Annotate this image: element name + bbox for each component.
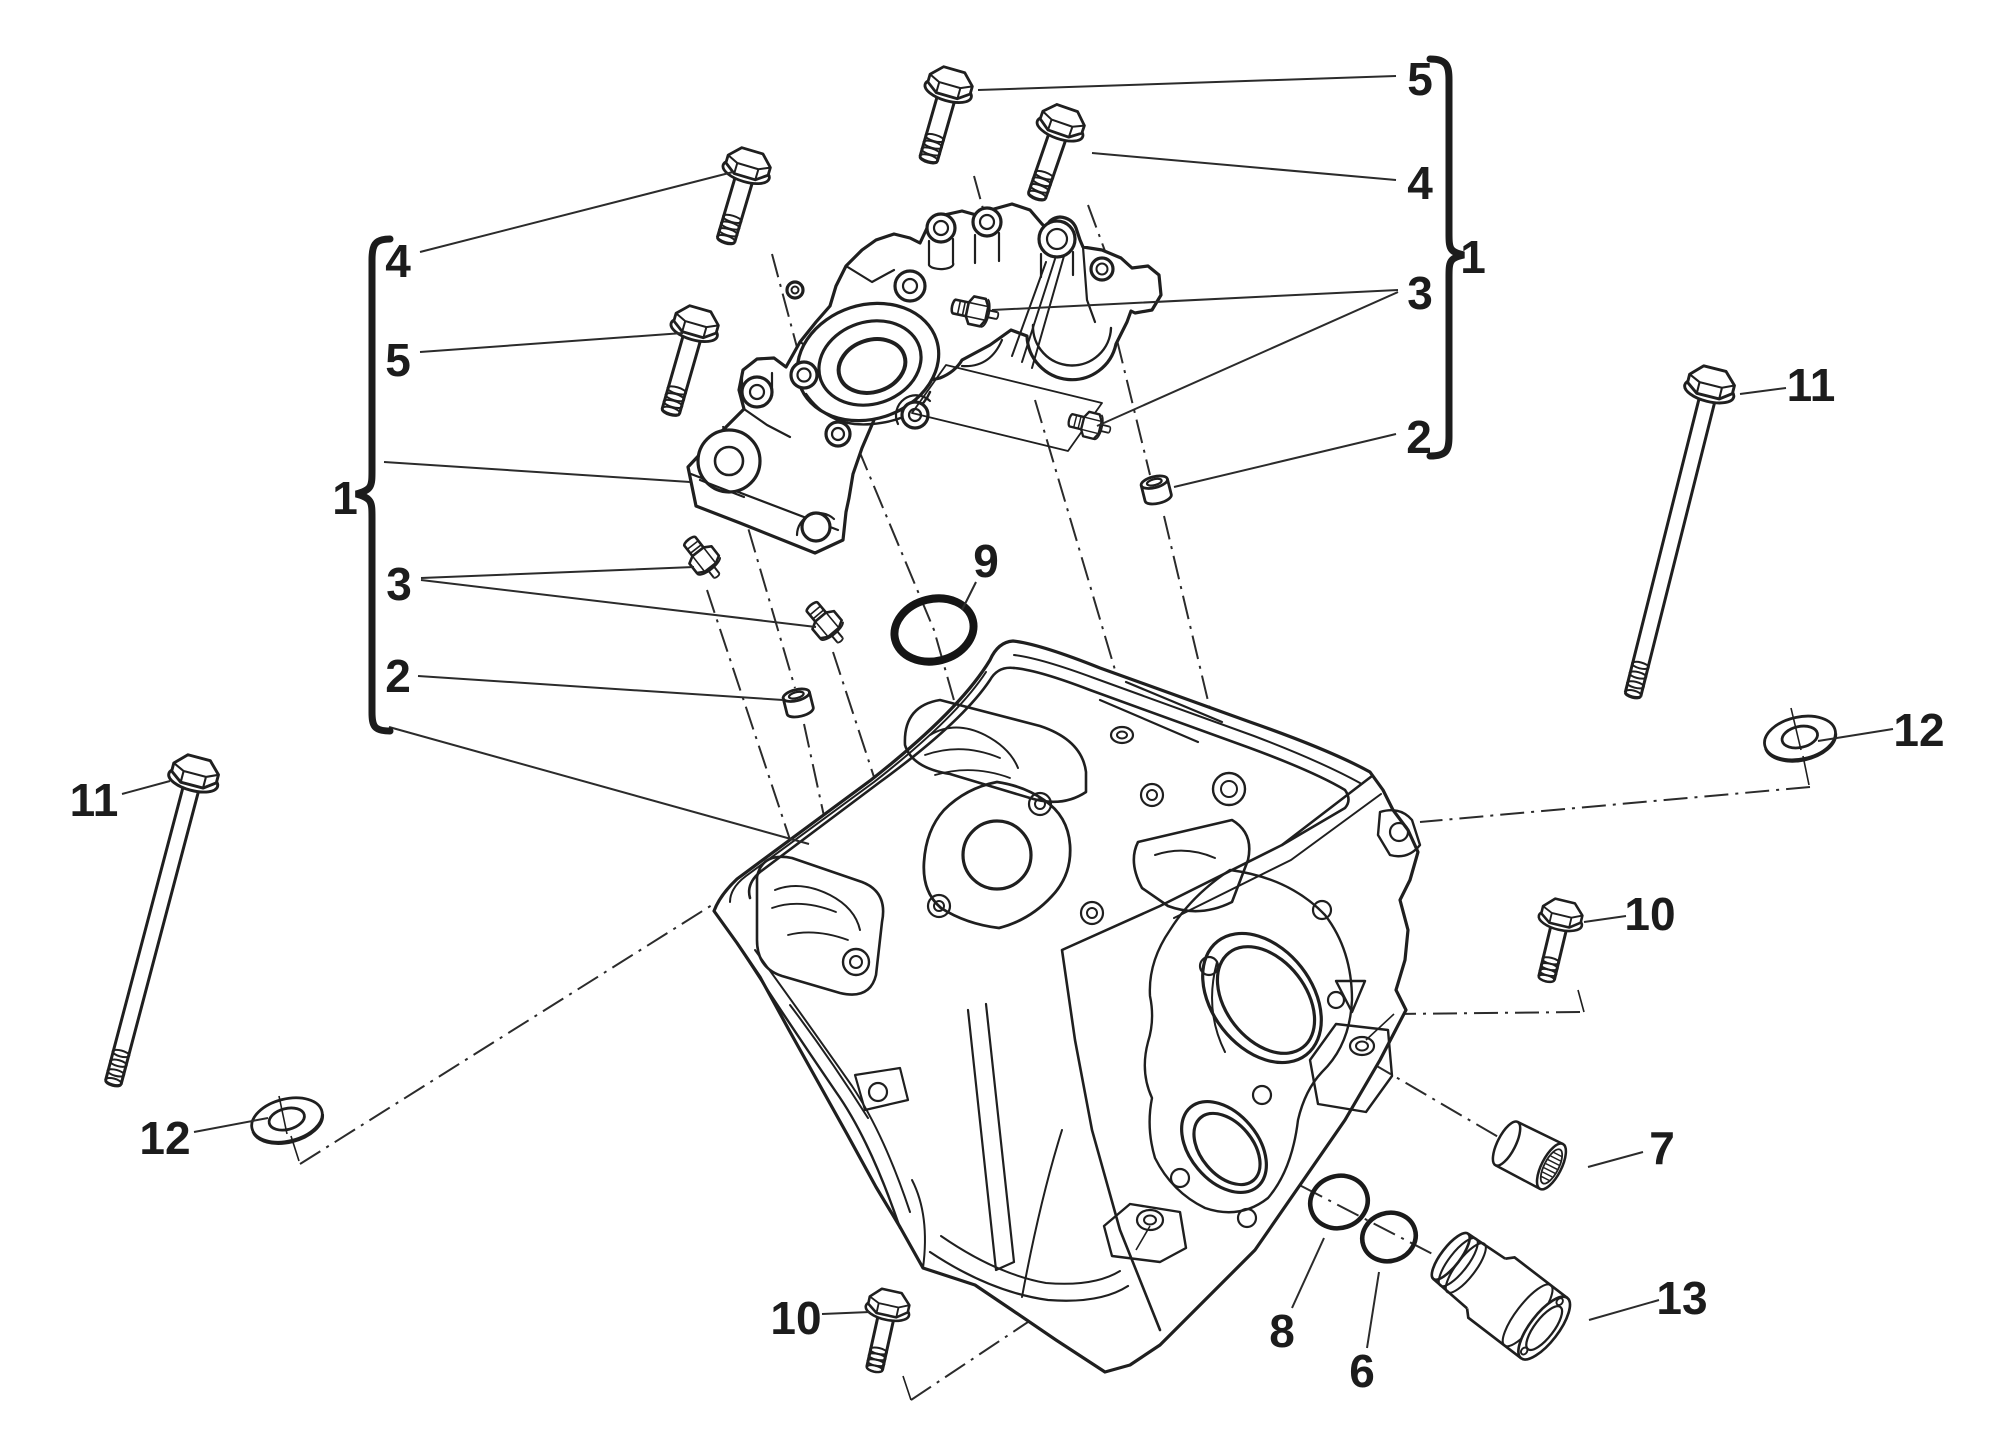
svg-text:4: 4 [385,235,411,287]
svg-text:12: 12 [1893,704,1944,756]
svg-text:9: 9 [973,535,999,587]
svg-text:10: 10 [1624,888,1675,940]
svg-text:6: 6 [1349,1345,1375,1397]
svg-text:7: 7 [1649,1122,1675,1174]
svg-text:2: 2 [1406,411,1432,463]
svg-text:1: 1 [1460,231,1486,283]
svg-text:11: 11 [70,774,119,826]
svg-text:2: 2 [385,650,411,702]
svg-text:12: 12 [139,1112,190,1164]
svg-text:4: 4 [1407,157,1433,209]
svg-text:3: 3 [386,558,412,610]
svg-text:10: 10 [770,1292,821,1344]
svg-text:8: 8 [1269,1305,1295,1357]
svg-text:5: 5 [1407,53,1433,105]
svg-text:1: 1 [332,472,358,524]
svg-text:3: 3 [1407,267,1433,319]
svg-text:5: 5 [385,334,411,386]
svg-text:11: 11 [1787,359,1836,411]
svg-text:13: 13 [1656,1272,1707,1324]
